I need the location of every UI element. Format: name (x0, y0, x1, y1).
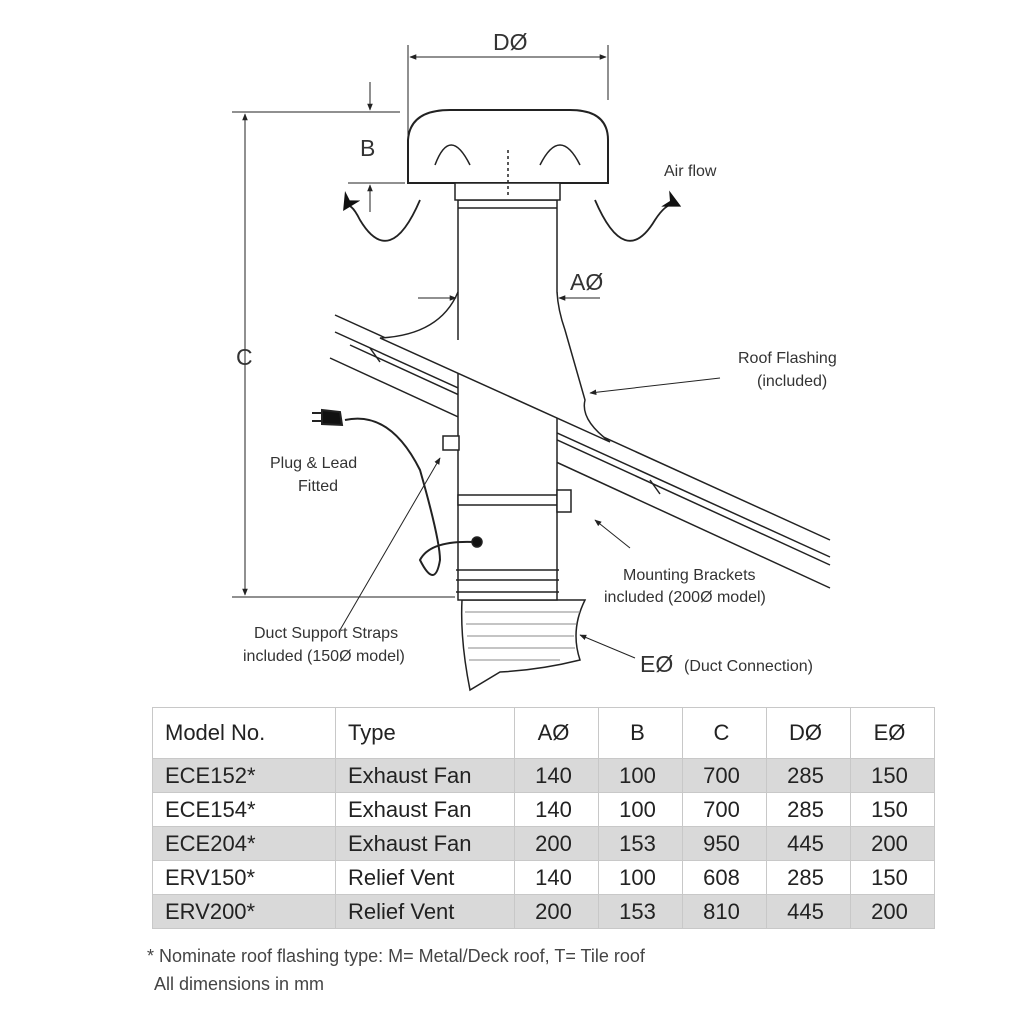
table-cell: 153 (598, 826, 683, 861)
table-cell: 285 (766, 860, 851, 895)
table-cell: 100 (598, 758, 683, 793)
table-cell: Relief Vent (335, 894, 515, 929)
table-cell: 285 (766, 758, 851, 793)
table-cell: 153 (598, 894, 683, 929)
label-duct-straps: Duct Support Straps (254, 625, 398, 642)
label-roof-flashing: Roof Flashing (738, 350, 837, 367)
label-e-dia: EØ (640, 651, 673, 677)
label-a-dia: AØ (570, 269, 603, 295)
label-roof-flashing-sub: (included) (757, 373, 827, 390)
label-plug-lead-sub: Fitted (298, 478, 338, 495)
header-type: Type (335, 707, 515, 759)
label-air-flow: Air flow (664, 163, 717, 180)
table-cell: 140 (514, 758, 599, 793)
table-cell: Exhaust Fan (335, 826, 515, 861)
table-cell: 200 (850, 894, 935, 929)
duct-ribs (465, 611, 580, 661)
table-cell: ECE204* (152, 826, 336, 861)
table-cell: 950 (682, 826, 767, 861)
table-cell: 140 (514, 792, 599, 827)
table-cell: Relief Vent (335, 860, 515, 895)
label-mounting-brackets: Mounting Brackets (623, 567, 756, 584)
exhaust-fan-diagram: DØ B C AØ Air flow Roof Flashing (includ… (232, 29, 837, 692)
table-cell: ECE152* (152, 758, 336, 793)
table-cell: 100 (598, 792, 683, 827)
table-cell: 810 (682, 894, 767, 929)
label-duct-straps-sub: included (150Ø model) (243, 648, 405, 665)
label-mounting-brackets-sub: included (200Ø model) (604, 589, 766, 606)
label-duct-connection: (Duct Connection) (684, 658, 813, 675)
header-b: B (598, 707, 683, 759)
header-model: Model No. (152, 707, 336, 759)
table-cell: ERV150* (152, 860, 336, 895)
dimension-lines (232, 45, 721, 659)
note-flashing: * Nominate roof flashing type: M= Metal/… (147, 946, 645, 966)
table-cell: Exhaust Fan (335, 758, 515, 793)
table-cell: 140 (514, 860, 599, 895)
table-cell: 100 (598, 860, 683, 895)
table-cell: 700 (682, 758, 767, 793)
airflow-arrow-right (594, 190, 682, 242)
flexible-duct (460, 599, 587, 692)
table-cell: Exhaust Fan (335, 792, 515, 827)
table-cell: 150 (850, 758, 935, 793)
label-c: C (236, 344, 253, 370)
roof-flashing (379, 291, 611, 443)
table-cell: 445 (766, 826, 851, 861)
table-cell: ERV200* (152, 894, 336, 929)
table-cell: 200 (850, 826, 935, 861)
table-cell: 445 (766, 894, 851, 929)
duct-strap (442, 435, 460, 451)
table-cell: 150 (850, 860, 935, 895)
header-a-dia: AØ (514, 707, 599, 759)
label-b: B (360, 135, 375, 161)
table-cell: 285 (766, 792, 851, 827)
header-c: C (682, 707, 767, 759)
table-cell: 700 (682, 792, 767, 827)
specification-table: Model No. Type AØ B C DØ EØ ECE152*Exhau… (152, 707, 935, 929)
note-units: All dimensions in mm (154, 974, 325, 994)
cowl (407, 109, 609, 184)
label-d-dia: DØ (493, 29, 528, 55)
table-cell: 608 (682, 860, 767, 895)
table-header-row: Model No. Type AØ B C DØ EØ (152, 707, 935, 759)
header-d-dia: DØ (766, 707, 851, 759)
label-plug-lead: Plug & Lead (270, 455, 357, 472)
table-cell: 150 (850, 792, 935, 827)
header-e-dia: EØ (850, 707, 935, 759)
power-lead (344, 417, 476, 576)
plug-icon (312, 408, 344, 427)
table-cell: 200 (514, 894, 599, 929)
table-cell: 200 (514, 826, 599, 861)
airflow-arrow-left (343, 191, 421, 242)
mounting-bracket (556, 489, 572, 513)
table-cell: ECE154* (152, 792, 336, 827)
